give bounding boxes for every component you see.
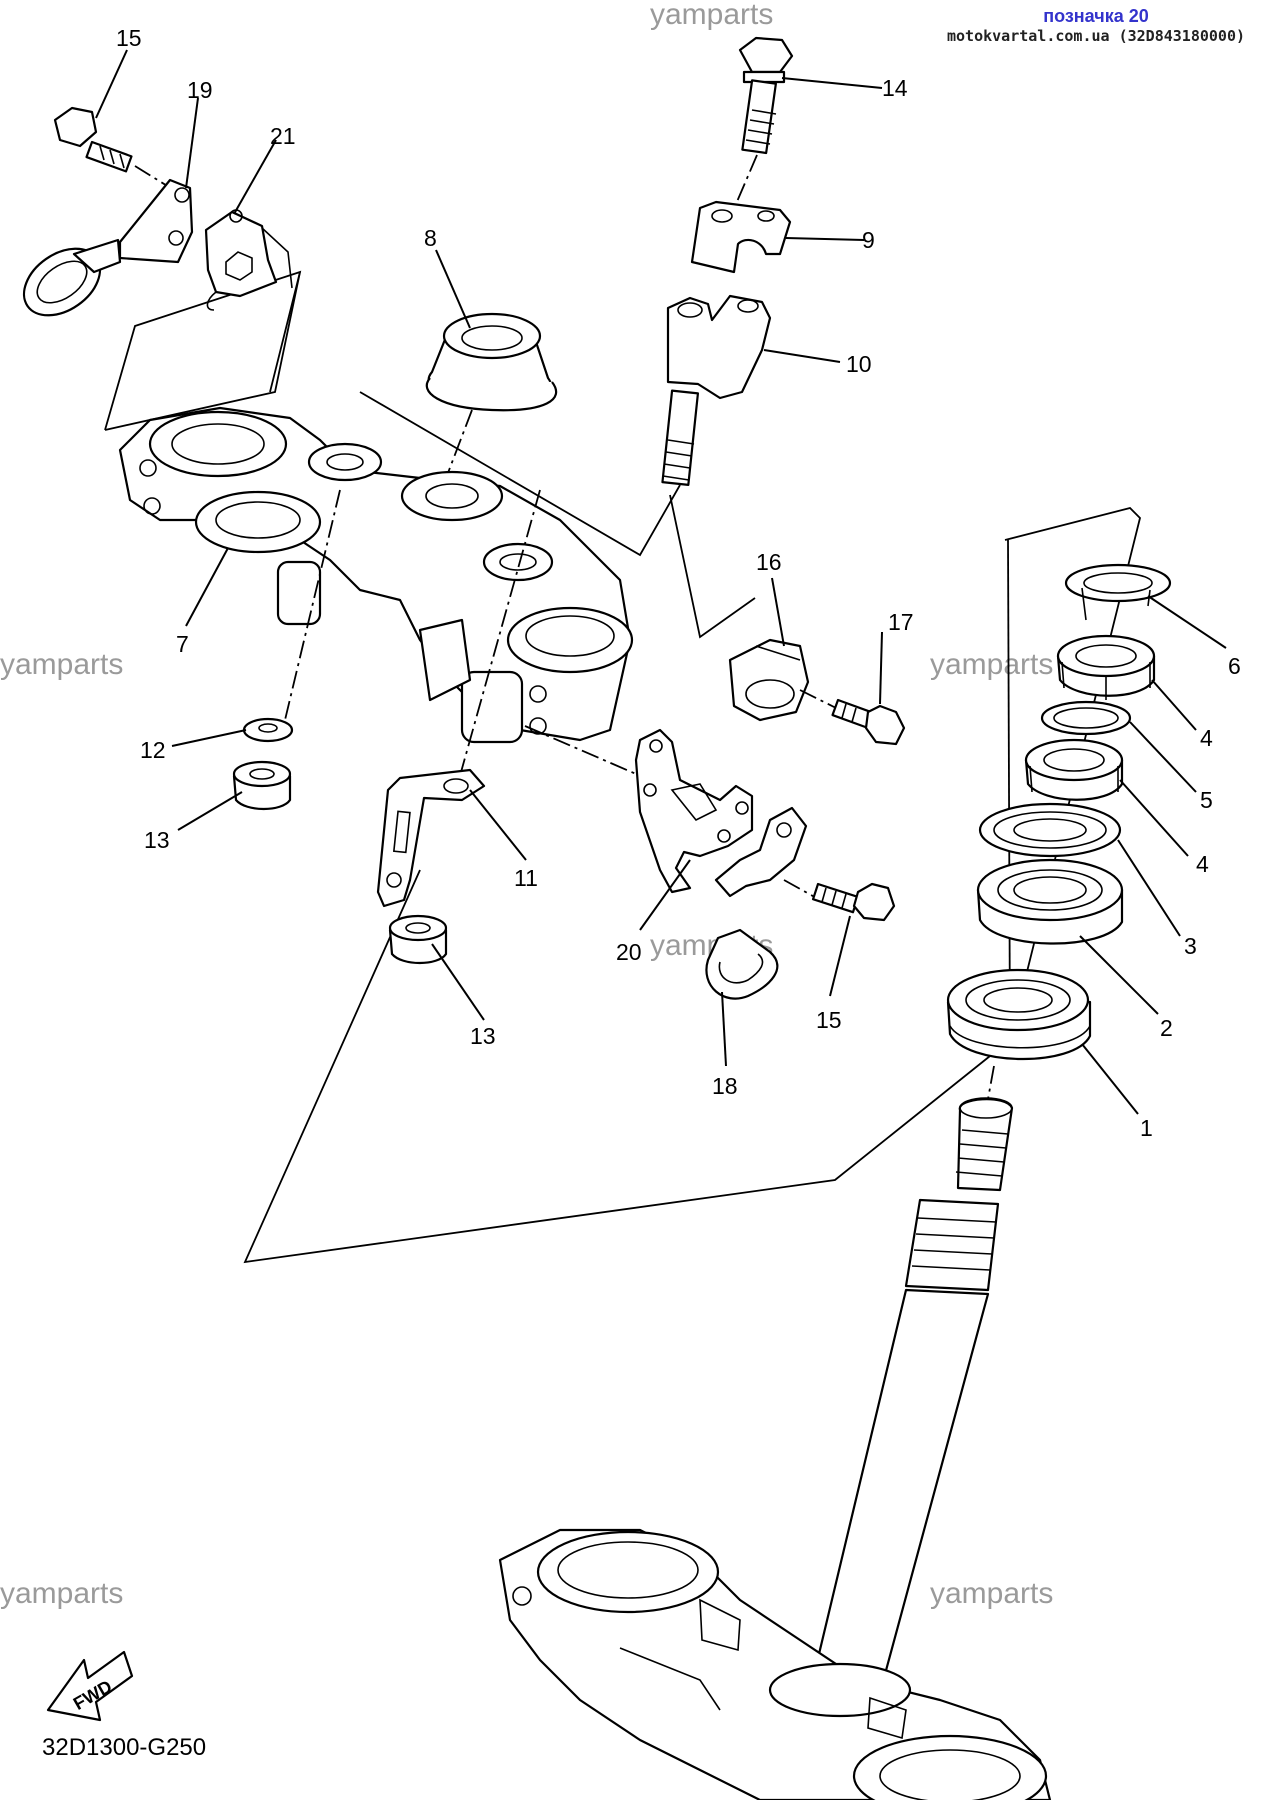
callout-21: 21 [270, 123, 296, 149]
callout-17: 17 [888, 609, 914, 635]
source-note: позначка 20 motokvartal.com.ua (32D84318… [947, 6, 1245, 45]
note-title: позначка 20 [1043, 6, 1149, 26]
guide-bracket-19 [22, 178, 194, 317]
callout-leaders [95, 49, 1227, 1115]
bracket-20 [634, 728, 754, 894]
callout-1: 1 [1140, 1115, 1153, 1141]
watermark: yamparts [930, 1577, 1053, 1610]
upper-bracket-7 [118, 406, 651, 791]
callout-10: 10 [846, 351, 872, 377]
callout-numbers: 15 19 21 14 8 9 10 7 12 13 11 13 16 17 2… [116, 25, 1241, 1141]
watermark: yamparts [0, 1577, 123, 1610]
watermark: yamparts [650, 0, 773, 31]
nut-13-left [232, 760, 292, 810]
callout-12: 12 [140, 737, 166, 763]
callout-11: 11 [514, 865, 538, 891]
watermark: yamparts [930, 648, 1053, 681]
callout-9: 9 [862, 227, 875, 253]
handlebar-holder-upper-9 [690, 200, 792, 274]
bolt-14 [726, 36, 794, 226]
callout-14: 14 [882, 75, 908, 101]
bearing-1 [946, 968, 1092, 1061]
callout-15-top: 15 [116, 25, 142, 51]
washer-5 [1040, 700, 1132, 736]
callout-19: 19 [187, 77, 213, 103]
callout-6: 6 [1228, 653, 1241, 679]
callout-5: 5 [1200, 787, 1213, 813]
diagram-code: 32D1300-G250 [42, 1734, 206, 1761]
washer-12 [242, 717, 294, 743]
bearing-2 [976, 858, 1124, 945]
bolt-15-top [53, 106, 191, 201]
ring-nut-4-lower [1024, 738, 1124, 801]
callout-13-left: 13 [144, 827, 170, 853]
clamp-16 [728, 638, 841, 722]
callout-15-right: 15 [816, 1007, 842, 1033]
callout-4-upper: 4 [1200, 725, 1213, 751]
callout-3: 3 [1184, 933, 1197, 959]
lower-bracket [498, 1528, 1052, 1800]
plate-11 [376, 768, 486, 908]
nut-13-center [388, 914, 448, 964]
bolt-17 [831, 698, 906, 746]
handlebar-holder-lower-10 [661, 294, 772, 486]
lock-washer-6 [1064, 563, 1172, 621]
watermark: yamparts [0, 648, 123, 681]
callout-7: 7 [176, 631, 189, 657]
bolt-15-right [811, 882, 896, 922]
note-source: motokvartal.com.ua (32D843180000) [946, 27, 1245, 45]
fwd-arrow-icon: FWD [46, 1650, 134, 1722]
callout-16: 16 [756, 549, 782, 575]
callout-13-center: 13 [470, 1023, 496, 1049]
clip-21 [204, 209, 293, 311]
callout-4-lower: 4 [1196, 851, 1209, 877]
callout-2: 2 [1160, 1015, 1173, 1041]
callout-20: 20 [616, 939, 642, 965]
steering-stem [806, 1065, 1014, 1702]
ring-nut-4-upper [1056, 634, 1156, 700]
callout-8: 8 [424, 225, 437, 251]
callout-18: 18 [712, 1073, 738, 1099]
dust-seal-3 [978, 802, 1122, 858]
